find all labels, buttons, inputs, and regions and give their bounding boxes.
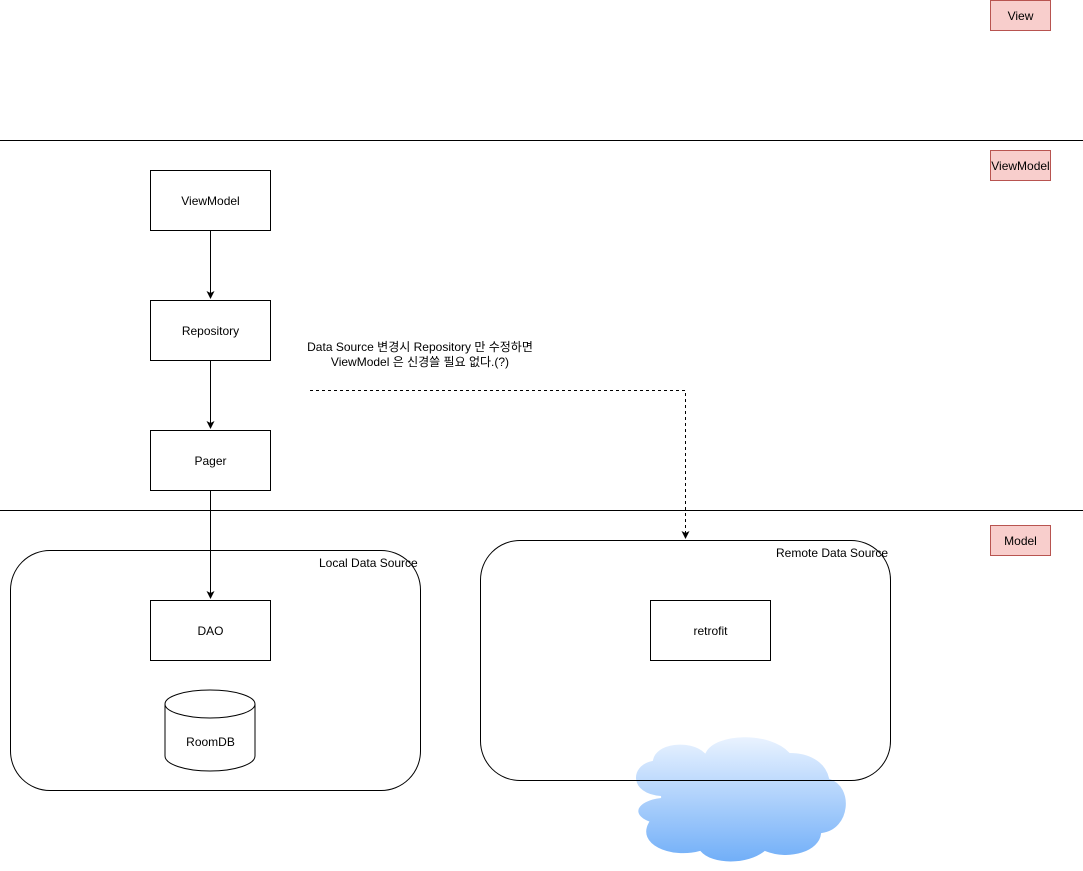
annotation-note-line1: Data Source 변경시 Repository 만 수정하면	[307, 340, 533, 354]
edge-note-to-remote-dashed	[310, 390, 690, 539]
node-dao[interactable]: DAO	[150, 600, 271, 661]
cloud-icon	[634, 735, 848, 864]
layer-tag-view-label: View	[1007, 8, 1034, 23]
layer-tag-model-label: Model	[1004, 533, 1037, 548]
layer-tag-view: View	[990, 0, 1051, 31]
layer-tag-viewmodel: ViewModel	[990, 150, 1051, 181]
annotation-note: Data Source 변경시 Repository 만 수정하면 ViewMo…	[300, 340, 540, 370]
node-viewmodel[interactable]: ViewModel	[150, 170, 271, 231]
layer-tag-model: Model	[990, 525, 1051, 556]
group-local-data-source[interactable]	[10, 550, 421, 791]
node-viewmodel-label: ViewModel	[181, 193, 240, 208]
group-remote-data-source-label: Remote Data Source	[776, 546, 889, 560]
annotation-note-line2: ViewModel 은 신경쓸 필요 없다.(?)	[330, 355, 510, 369]
layer-tag-viewmodel-label: ViewModel	[991, 158, 1050, 173]
node-roomdb-label: RoomDB	[186, 735, 235, 749]
node-pager[interactable]: Pager	[150, 430, 271, 491]
node-repository-label: Repository	[181, 323, 240, 338]
group-local-data-source-label: Local Data Source	[319, 556, 418, 570]
node-repository[interactable]: Repository	[150, 300, 271, 361]
node-dao-label: DAO	[197, 623, 224, 638]
database-cylinder-icon[interactable]	[164, 689, 257, 772]
node-retrofit-label: retrofit	[693, 623, 728, 638]
node-pager-label: Pager	[194, 453, 227, 468]
group-remote-data-source[interactable]	[480, 540, 891, 781]
node-retrofit[interactable]: retrofit	[650, 600, 771, 661]
